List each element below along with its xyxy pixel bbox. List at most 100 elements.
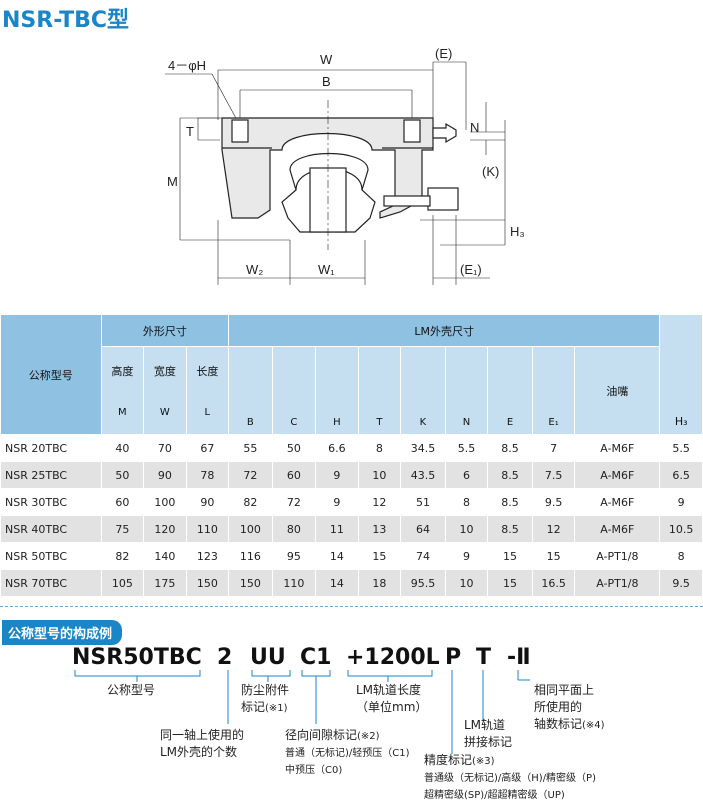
header-c: C <box>271 346 317 435</box>
table-cell: 82 <box>100 542 145 570</box>
dim-e1-label: (E₁) <box>460 262 482 277</box>
table-cell: 175 <box>143 569 187 597</box>
header-model: 公称型号 <box>0 314 102 435</box>
table-cell: 8 <box>444 488 489 516</box>
note-precision: 精度标记(※3) 普通级（无标记)/高级（H)/精密级（P) 超精密级(SP)/… <box>424 753 596 801</box>
table-cell: NSR 25TBC <box>0 461 102 489</box>
note-seal: 防尘附件 标记(※1) <box>241 683 290 714</box>
section-divider <box>0 606 703 607</box>
table-cell: 12 <box>357 488 402 516</box>
note-length: LM轨道长度 （单位mm） <box>356 683 428 714</box>
table-cell: NSR 50TBC <box>0 542 102 570</box>
page-title: NSR-TBC型 <box>2 8 130 33</box>
dim-w1-label: W₁ <box>318 262 335 277</box>
header-n: N <box>444 346 489 435</box>
table-cell: 5.5 <box>444 434 489 462</box>
header-outer: 外形尺寸 <box>100 314 230 347</box>
table-cell: 9.5 <box>531 488 576 516</box>
table-cell: 70 <box>143 434 187 462</box>
table-cell: 90 <box>143 461 187 489</box>
table-cell: 72 <box>271 488 317 516</box>
table-cell: 90 <box>185 488 230 516</box>
table-cell: 40 <box>100 434 145 462</box>
note-joint: LM轨道 拼接标记 <box>464 718 513 749</box>
table-cell: 18 <box>357 569 402 597</box>
table-cell: 72 <box>228 461 273 489</box>
table-cell: NSR 20TBC <box>0 434 102 462</box>
table-cell: 95.5 <box>400 569 446 597</box>
table-cell: 8.5 <box>487 488 533 516</box>
table-cell: 14 <box>315 569 359 597</box>
dim-m-label: M <box>167 174 178 189</box>
table-cell: 14 <box>315 542 359 570</box>
table-cell: 6.5 <box>659 461 703 489</box>
header-b: B <box>228 346 273 435</box>
table-cell: 51 <box>400 488 446 516</box>
table-cell: 9 <box>315 488 359 516</box>
table-cell: 10 <box>444 515 489 543</box>
code-section-badge: 公称型号的构成例 <box>2 620 123 645</box>
code-joint: T <box>476 645 492 670</box>
dim-k-label: (K) <box>482 164 499 179</box>
table-cell: 16.5 <box>531 569 576 597</box>
table-cell: 15 <box>531 542 576 570</box>
table-cell: 8.5 <box>487 515 533 543</box>
table-cell: 50 <box>100 461 145 489</box>
table-cell: 9 <box>659 488 703 516</box>
hole-label: 4－φH <box>168 58 206 73</box>
note-count: 同一轴上使用的 LM外壳的个数 <box>160 728 245 759</box>
table-cell: NSR 40TBC <box>0 515 102 543</box>
note-axis: 相同平面上 所使用的 轴数标记(※4) <box>534 683 605 731</box>
table-cell: 8.5 <box>487 434 533 462</box>
table-cell: 10 <box>357 461 402 489</box>
table-cell: 110 <box>271 569 317 597</box>
table-cell: A-M6F <box>574 515 661 543</box>
code-axis: -Ⅱ <box>507 645 531 670</box>
code-model: NSR50TBC <box>72 645 202 670</box>
table-cell: 9 <box>444 542 489 570</box>
table-cell: 78 <box>185 461 230 489</box>
table-cell: 116 <box>228 542 273 570</box>
table-cell: 15 <box>487 569 533 597</box>
table-cell: 74 <box>400 542 446 570</box>
table-cell: 100 <box>228 515 273 543</box>
header-lm: LM外壳尺寸 <box>228 314 661 347</box>
table-cell: 8.5 <box>487 461 533 489</box>
dim-e-label: (E) <box>435 46 452 61</box>
table-cell: 50 <box>271 434 317 462</box>
table-cell: 123 <box>185 542 230 570</box>
dim-h3-label: H₃ <box>510 224 525 239</box>
header-h: H <box>315 346 359 435</box>
table-cell: 43.5 <box>400 461 446 489</box>
table-cell: 55 <box>228 434 273 462</box>
code-precision: P <box>445 645 462 670</box>
table-cell: 105 <box>100 569 145 597</box>
table-cell: 95 <box>271 542 317 570</box>
table-cell: 120 <box>143 515 187 543</box>
table-cell: NSR 30TBC <box>0 488 102 516</box>
table-cell: 9 <box>315 461 359 489</box>
table-cell: NSR 70TBC <box>0 569 102 597</box>
table-cell: 67 <box>185 434 230 462</box>
table-cell: 150 <box>185 569 230 597</box>
table-cell: 75 <box>100 515 145 543</box>
table-cell: 6 <box>444 461 489 489</box>
table-cell: 60 <box>271 461 317 489</box>
code-seal: UU <box>250 645 286 670</box>
dim-b-label: B <box>322 74 331 89</box>
table-cell: 12 <box>531 515 576 543</box>
table-cell: 5.5 <box>659 434 703 462</box>
table-cell: A-M6F <box>574 488 661 516</box>
table-cell: 8 <box>659 542 703 570</box>
note-clearance: 径向间隙标记(※2) 普通（无标记)/轻预压（C1) 中预压（C0) <box>285 728 410 776</box>
table-cell: 7 <box>531 434 576 462</box>
table-cell: 11 <box>315 515 359 543</box>
table-cell: A-PT1/8 <box>574 569 661 597</box>
